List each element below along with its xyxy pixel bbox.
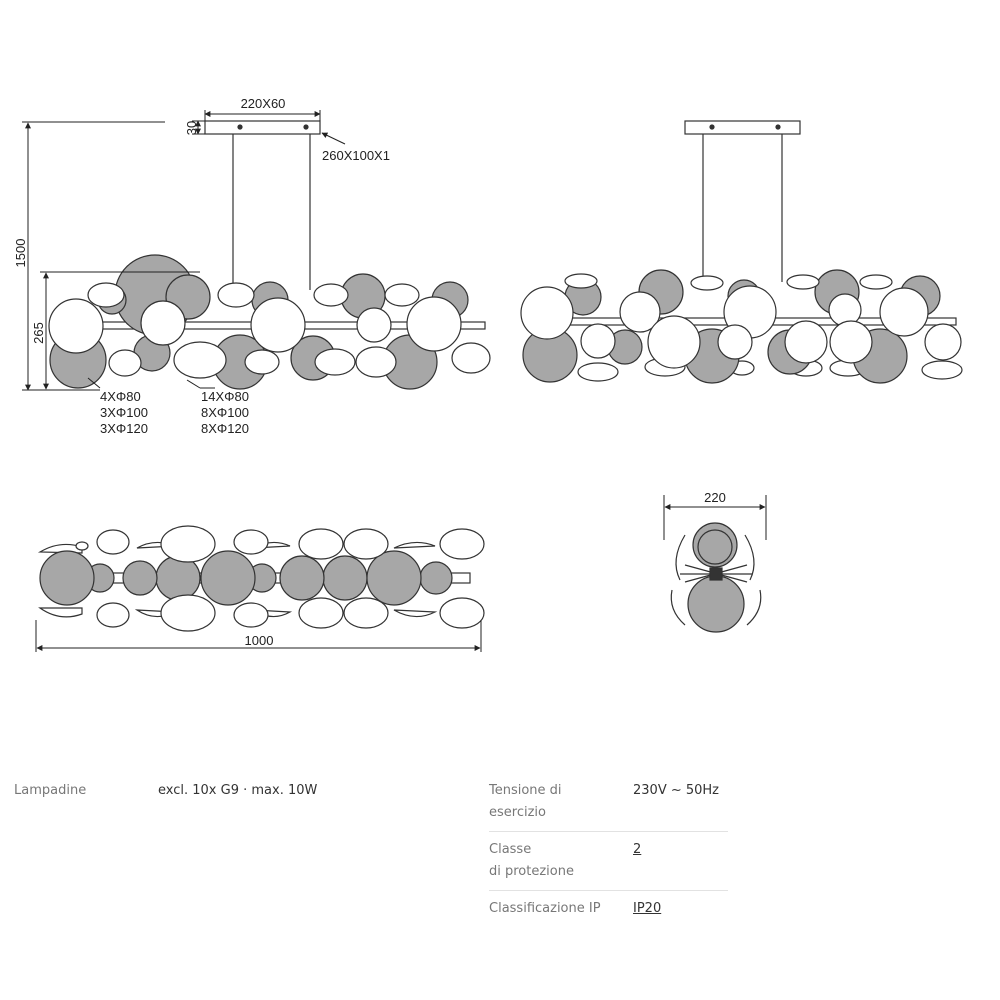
front-view <box>48 120 491 390</box>
shade-white <box>87 282 125 308</box>
dim-depth: 220 <box>704 490 726 505</box>
spec-label-tensione-2: esercizio <box>489 805 546 820</box>
depth-dimension <box>663 495 767 540</box>
shade-white <box>48 298 104 354</box>
spec-value-ip-link[interactable]: IP20 <box>633 901 662 916</box>
spec-value-tensione: 230V ~ 50Hz <box>633 783 720 798</box>
shade-white <box>406 296 462 352</box>
shade-right-1: 14XΦ80 <box>201 389 249 404</box>
front-dimensions <box>22 110 346 391</box>
end-view <box>670 522 762 633</box>
shade-right-3: 8XΦ120 <box>201 421 249 436</box>
shade-left-1: 4XΦ80 <box>100 389 141 404</box>
spec-label-ip: Classificazione IP <box>489 901 601 916</box>
spec-label-classe-1: Classe <box>489 842 532 857</box>
shade-white <box>217 282 255 308</box>
shade-white <box>108 349 142 377</box>
shade-white <box>244 349 280 375</box>
dim-width: 1000 <box>245 633 274 648</box>
shade-right-2: 8XΦ100 <box>201 405 249 420</box>
side-view <box>520 120 963 384</box>
shade-left-3: 3XΦ120 <box>100 421 148 436</box>
spec-label-lampadine: Lampadine <box>14 783 87 798</box>
divider <box>489 831 728 832</box>
dim-body-height: 265 <box>31 322 46 344</box>
spec-value-classe-link[interactable]: 2 <box>633 842 642 857</box>
dim-canopy-height: 30 <box>184 121 199 135</box>
shade-white <box>356 307 392 343</box>
shade-white <box>384 283 420 307</box>
shade-white <box>140 300 186 346</box>
spec-value-lampadine: excl. 10x G9 · max. 10W <box>158 783 318 798</box>
shade-white <box>451 342 491 374</box>
shade-white <box>173 341 227 379</box>
spec-label-classe-2: di protezione <box>489 864 574 879</box>
shade-white <box>355 346 397 378</box>
dim-total-height: 1500 <box>13 239 28 268</box>
top-view <box>37 525 485 632</box>
spec-label-tensione-1: Tensione di <box>489 783 562 798</box>
shade-white <box>313 283 349 307</box>
canopy-plate <box>684 120 801 135</box>
shade-white <box>314 348 356 376</box>
canopy-plate <box>204 120 321 135</box>
divider <box>489 890 728 891</box>
dim-canopy: 220X60 <box>241 96 286 111</box>
dim-plate: 260X100X1 <box>322 148 390 163</box>
shade-white <box>250 297 306 353</box>
shade-left-2: 3XΦ100 <box>100 405 148 420</box>
width-dimension <box>35 620 482 652</box>
